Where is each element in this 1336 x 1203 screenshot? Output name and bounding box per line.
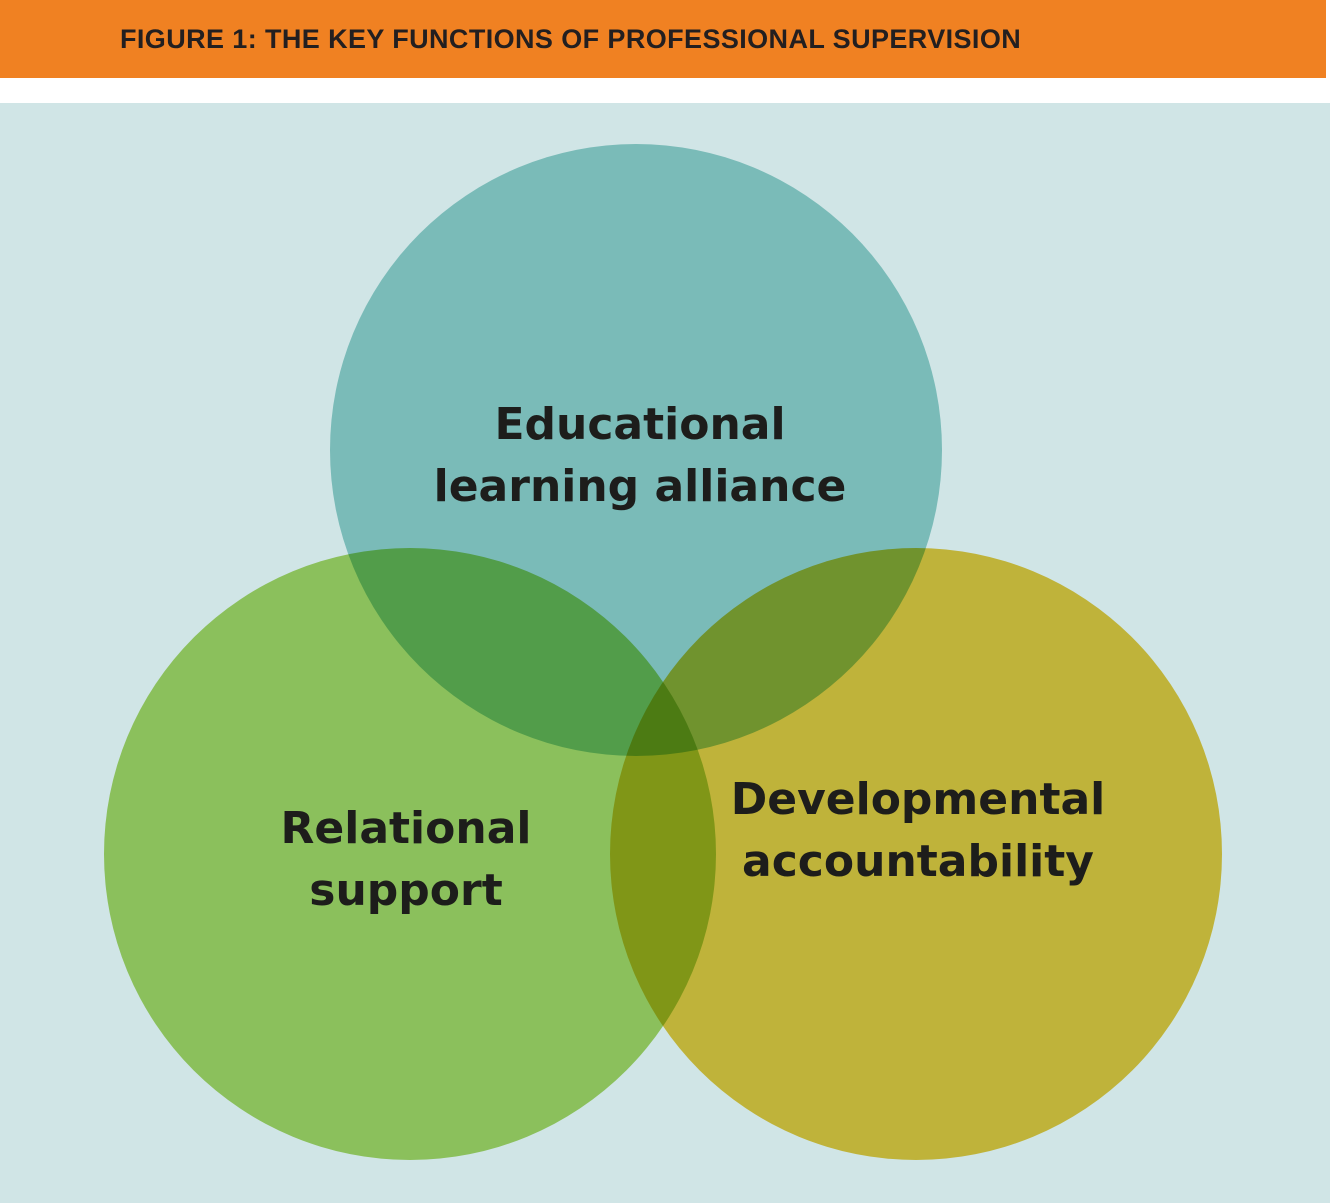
circle-label-line: accountability — [742, 836, 1094, 887]
circle-label-line: support — [309, 865, 503, 916]
circle-label-line: Educational — [494, 399, 786, 450]
circle-label-educational-learning-alliance: Educational learning alliance — [330, 394, 950, 518]
venn-diagram-panel: Educational learning alliance Relational… — [0, 103, 1330, 1203]
circle-label-developmental-accountability: Developmental accountability — [608, 769, 1228, 893]
circle-label-line: Relational — [280, 803, 532, 854]
circle-label-line: Developmental — [730, 774, 1106, 825]
venn-circle-developmental-accountability — [610, 548, 1222, 1160]
figure-title-bar: FIGURE 1: THE KEY FUNCTIONS OF PROFESSIO… — [0, 0, 1326, 78]
circle-label-relational-support: Relational support — [96, 798, 716, 922]
figure-title: FIGURE 1: THE KEY FUNCTIONS OF PROFESSIO… — [120, 23, 1022, 54]
circle-label-line: learning alliance — [433, 461, 847, 512]
